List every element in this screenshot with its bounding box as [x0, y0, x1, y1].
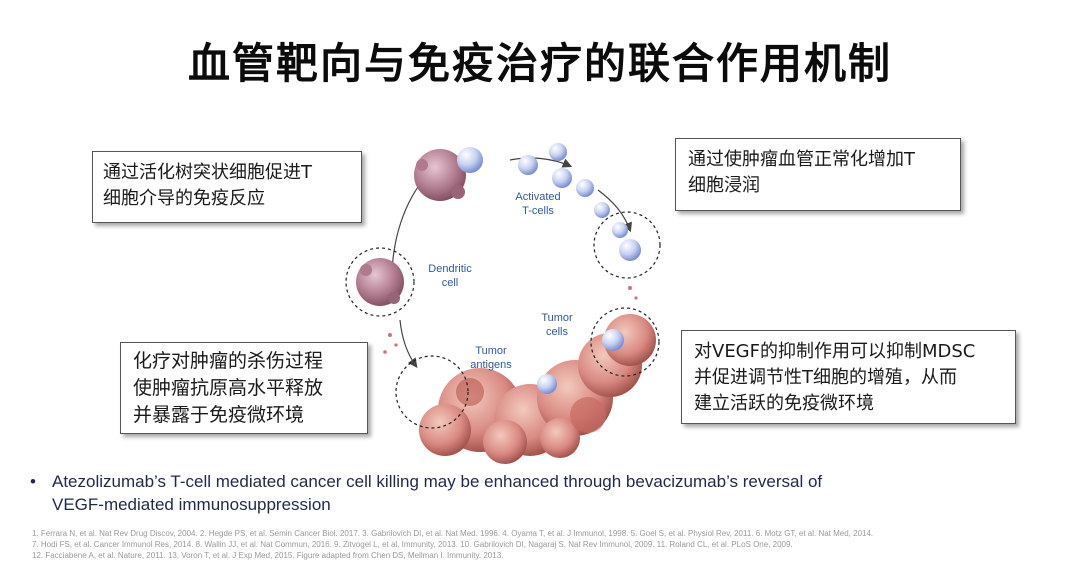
cycle-arrow [597, 189, 632, 233]
callout-line: 并暴露于免疫微环境 [133, 404, 305, 426]
bullet-marker: • [30, 472, 36, 491]
dendritic-cell-illustration [356, 149, 466, 306]
callout-line: 化疗对肿瘤的杀伤过程 [133, 350, 324, 372]
callout-vegf-inhibition: 对VEGF的抑制作用可以抑制MDSC 并促进调节性T细胞的增殖，从而 建立活跃的… [681, 330, 1016, 424]
label-tumor-antigens: Tumor antigens [470, 345, 512, 371]
immune-cycle-diagram: Activated T-cells Dendritic cell Tumor c… [330, 130, 680, 465]
callout-line: 通过活化树突状细胞促进T [103, 162, 312, 183]
highlight-circle-tumor-right [590, 307, 660, 377]
callout-line: 对VEGF的抑制作用可以抑制MDSC [694, 341, 976, 362]
highlight-circle-tcell [593, 211, 661, 279]
highlight-circle-tumor-left [395, 355, 469, 429]
t-cell-illustration [457, 143, 641, 394]
slide-title: 血管靶向与免疫治疗的联合作用机制 [187, 39, 892, 88]
callout-line: 建立活跃的免疫微环境 [694, 393, 874, 414]
callout-line: 并促进调节性T细胞的增殖，从而 [694, 367, 957, 388]
label-activated-t-cells: Activated T-cells [515, 191, 561, 217]
callout-dendritic-activation: 通过活化树突状细胞促进T 细胞介导的免疫反应 [92, 151, 362, 223]
bullet-text-line2: VEGF-mediated immunosuppression [52, 495, 331, 514]
callout-line: 细胞浸润 [688, 175, 760, 196]
antigen-fragments [383, 286, 638, 354]
callout-chemo-antigen-release: 化疗对肿瘤的杀伤过程 使肿瘤抗原高水平释放 并暴露于免疫微环境 [120, 342, 368, 434]
cycle-illustration [345, 143, 661, 464]
cycle-arrow [399, 319, 418, 368]
references: 1. Ferrara N, et al. Nat Rev Drug Discov… [32, 528, 1072, 561]
tumor-mass-illustration [419, 314, 656, 464]
reference-line: 1. Ferrara N, et al. Nat Rev Drug Discov… [32, 529, 874, 538]
callout-vessel-normalization: 通过使肿瘤血管正常化增加T 细胞浸润 [675, 138, 961, 211]
label-tumor-cells: Tumor cells [541, 312, 573, 338]
reference-line: 12. Facciabene A, et al. Nature, 2011. 1… [32, 551, 504, 560]
cycle-arrow [509, 157, 573, 168]
highlight-circle-dendritic [345, 247, 415, 317]
callout-line: 细胞介导的免疫反应 [103, 188, 265, 209]
callout-line: 使肿瘤抗原高水平释放 [133, 377, 324, 399]
label-dendritic-cell: Dendritic cell [428, 263, 472, 289]
callout-line: 通过使肿瘤血管正常化增加T [688, 149, 915, 170]
reference-line: 7. Hodi FS, et al. Cancer Immunol Res, 2… [32, 540, 793, 549]
bullet-text-line1: Atezolizumab’s T-cell mediated cancer ce… [52, 472, 823, 491]
